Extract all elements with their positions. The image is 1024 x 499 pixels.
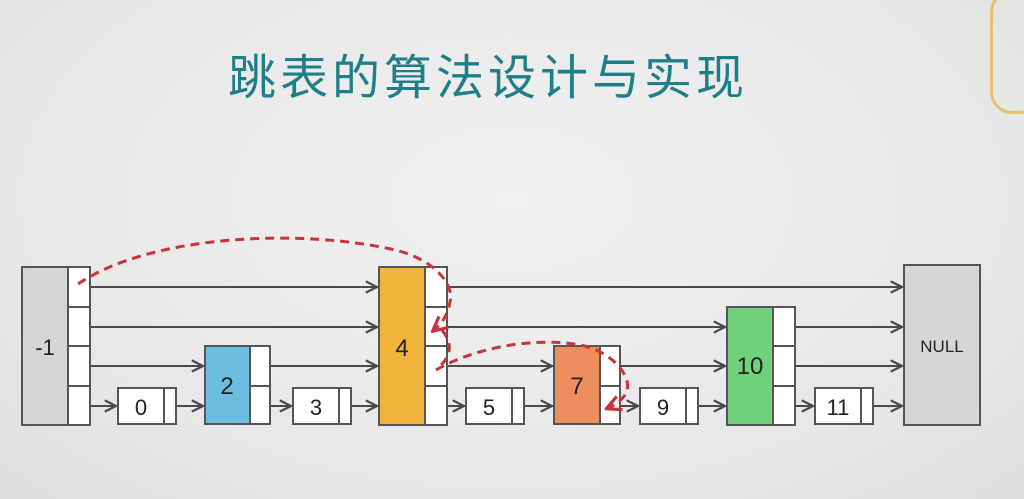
node-label-2: 2 [220,373,233,400]
node-head: -1 [21,266,91,426]
node-label-10: 10 [737,353,764,380]
node-null: NULL [903,264,981,426]
corner-decoration [990,0,1024,114]
node-label-11: 11 [827,395,850,420]
search-path-head-to-4 [77,236,453,330]
node-label-9: 9 [657,395,669,420]
node-0: 0 [117,387,177,425]
node-label-null: NULL [920,337,963,356]
node-label-5: 5 [483,395,495,420]
page-title: 跳表的算法设计与实现 [227,50,748,106]
search-path-4-to-7 [435,340,630,408]
node-10: 10 [726,306,796,426]
search-path-4-down [438,329,451,368]
node-9: 9 [639,387,699,425]
node-label-4: 4 [395,335,408,362]
node-11: 11 [814,387,874,425]
pointer-arrows [90,287,902,406]
node-2: 2 [204,345,271,425]
node-5: 5 [465,387,525,425]
node-4: 4 [378,266,448,426]
node-label-0: 0 [135,395,147,420]
node-3: 3 [292,387,352,425]
search-path [77,236,630,408]
node-label-head: -1 [35,335,55,360]
node-label-3: 3 [310,395,322,420]
node-label-7: 7 [570,373,583,400]
